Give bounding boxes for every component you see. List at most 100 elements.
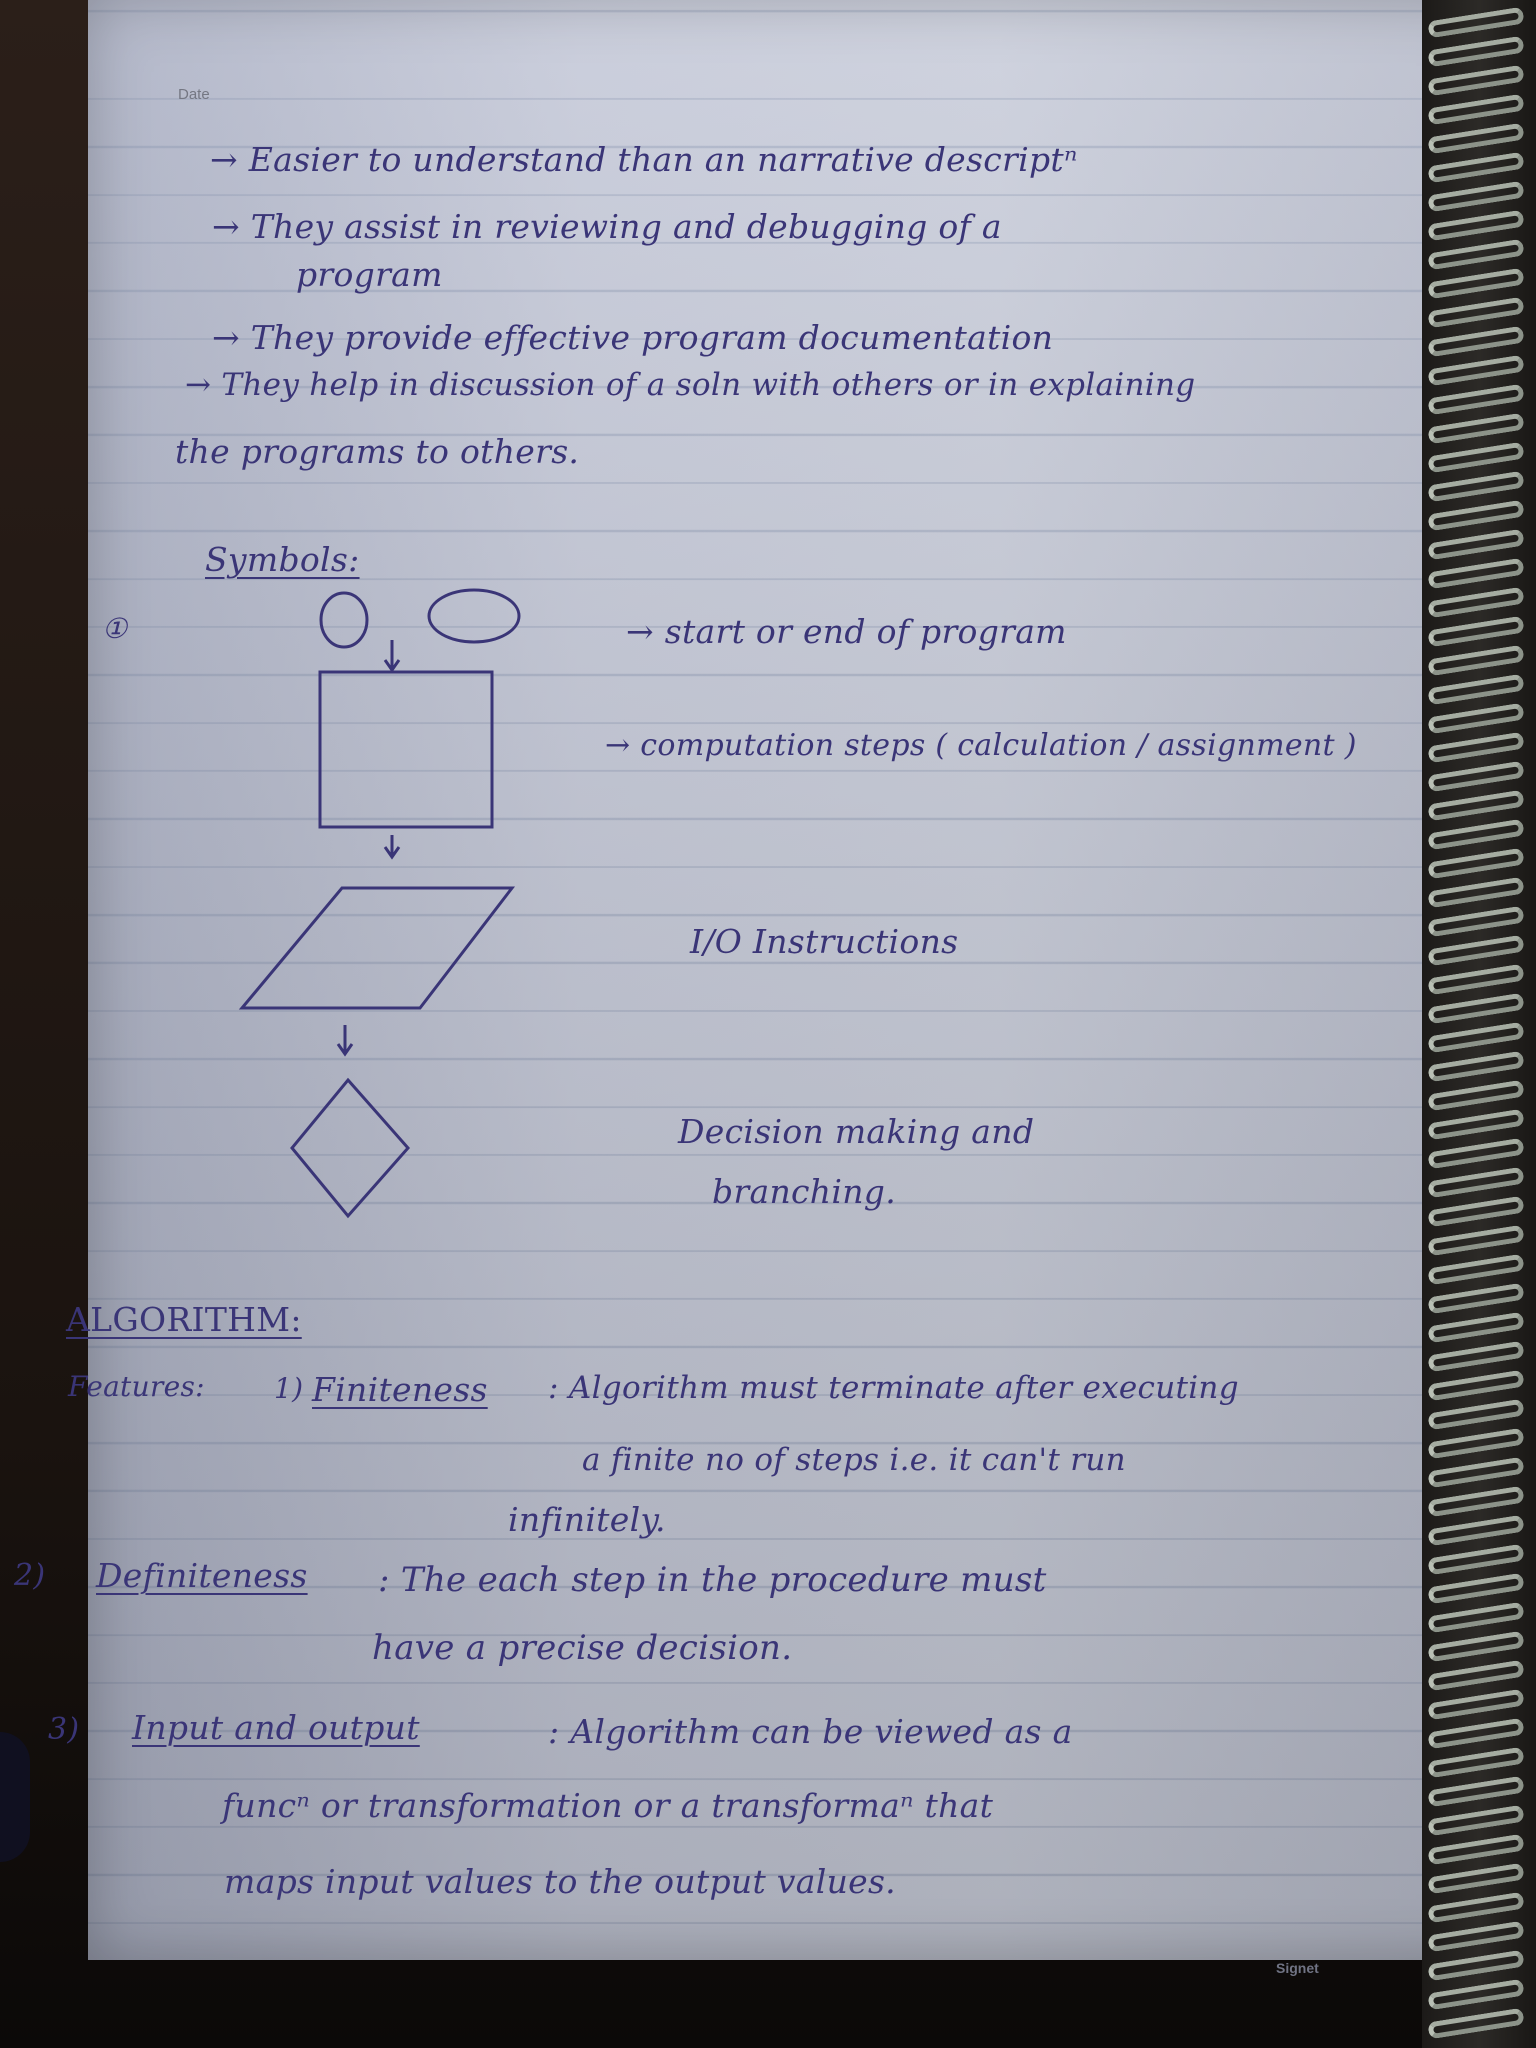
spiral-ring bbox=[1427, 238, 1525, 271]
symbol-desc-process: → computation steps ( calculation / assi… bbox=[605, 728, 1357, 763]
symbol-desc-terminal: → start or end of program bbox=[626, 612, 1067, 651]
feature-3-term: Input and output bbox=[132, 1708, 420, 1747]
spiral-ring bbox=[1427, 1456, 1525, 1489]
spiral-ring bbox=[1427, 1166, 1525, 1199]
spiral-ring bbox=[1427, 1021, 1525, 1054]
spiral-ring bbox=[1427, 1804, 1525, 1837]
symbol-desc-io: I/O Instructions bbox=[690, 922, 959, 961]
feature-1-term: Finiteness bbox=[312, 1370, 488, 1409]
spiral-ring bbox=[1427, 1050, 1525, 1083]
spiral-ring bbox=[1427, 1079, 1525, 1112]
spiral-binding bbox=[1422, 0, 1536, 2048]
feature-1-number: 1) bbox=[274, 1372, 304, 1405]
spiral-ring bbox=[1427, 731, 1525, 764]
spiral-ring bbox=[1427, 325, 1525, 358]
symbol-desc-decision-1: Decision making and bbox=[678, 1112, 1035, 1151]
spiral-ring bbox=[1427, 702, 1525, 735]
note-line-4: → They provide effective program documen… bbox=[212, 318, 1054, 357]
feature-2-number: 2) bbox=[14, 1558, 46, 1593]
spiral-ring bbox=[1427, 383, 1525, 416]
spiral-ring bbox=[1427, 1833, 1525, 1866]
spiral-ring bbox=[1427, 1311, 1525, 1344]
symbols-heading: Symbols: bbox=[205, 540, 360, 579]
feature-3-line-2: funcⁿ or transformation or a transformaⁿ… bbox=[222, 1786, 994, 1825]
spiral-ring bbox=[1427, 267, 1525, 300]
spiral-ring bbox=[1427, 64, 1525, 97]
algorithm-heading: ALGORITHM: bbox=[66, 1300, 302, 1339]
feature-1-line-3: infinitely. bbox=[508, 1500, 666, 1539]
spiral-ring bbox=[1427, 1543, 1525, 1576]
spiral-ring bbox=[1427, 441, 1525, 474]
spiral-ring bbox=[1427, 905, 1525, 938]
spiral-ring bbox=[1427, 1717, 1525, 1750]
symbol-number: ① bbox=[102, 612, 128, 645]
spiral-ring bbox=[1427, 1572, 1525, 1605]
feature-1-line-2: a finite no of steps i.e. it can't run bbox=[582, 1442, 1126, 1478]
spiral-ring bbox=[1427, 1920, 1525, 1953]
spiral-ring bbox=[1427, 934, 1525, 967]
thumb-shadow bbox=[0, 1732, 30, 1862]
spiral-ring bbox=[1427, 847, 1525, 880]
spiral-ring bbox=[1427, 963, 1525, 996]
feature-3-number: 3) bbox=[48, 1712, 80, 1747]
spiral-ring bbox=[1427, 1514, 1525, 1547]
note-line-2: → They assist in reviewing and debugging… bbox=[212, 207, 1002, 246]
note-line-1: → Easier to understand than an narrative… bbox=[210, 140, 1078, 179]
spiral-ring bbox=[1427, 1108, 1525, 1141]
note-line-3: program bbox=[296, 255, 443, 294]
spiral-ring bbox=[1427, 644, 1525, 677]
feature-2-term: Definiteness bbox=[96, 1556, 308, 1595]
spiral-ring bbox=[1427, 209, 1525, 242]
spiral-ring bbox=[1427, 1688, 1525, 1721]
features-label: Features: bbox=[68, 1370, 205, 1403]
spiral-ring bbox=[1427, 122, 1525, 155]
note-line-6: the programs to others. bbox=[175, 432, 580, 471]
spiral-ring bbox=[1427, 1862, 1525, 1895]
spiral-ring bbox=[1427, 1398, 1525, 1431]
spiral-ring bbox=[1427, 1891, 1525, 1924]
spiral-ring bbox=[1427, 1253, 1525, 1286]
spiral-ring bbox=[1427, 296, 1525, 329]
spiral-ring bbox=[1427, 93, 1525, 126]
spiral-ring bbox=[1427, 1659, 1525, 1692]
feature-1-line-1: : Algorithm must terminate after executi… bbox=[548, 1370, 1239, 1406]
spiral-ring bbox=[1427, 1978, 1525, 2011]
spiral-ring bbox=[1427, 151, 1525, 184]
spiral-ring bbox=[1427, 992, 1525, 1025]
note-line-5: → They help in discussion of a soln with… bbox=[185, 367, 1196, 403]
spiral-ring bbox=[1427, 1746, 1525, 1779]
spiral-ring bbox=[1427, 499, 1525, 532]
spiral-ring bbox=[1427, 35, 1525, 68]
spiral-ring bbox=[1427, 2007, 1525, 2040]
feature-2-line-2: have a precise decision. bbox=[372, 1628, 793, 1668]
notebook-brand: Signet bbox=[1276, 1960, 1319, 1976]
spiral-ring bbox=[1427, 1485, 1525, 1518]
spiral-ring bbox=[1427, 1369, 1525, 1402]
spiral-ring bbox=[1427, 1601, 1525, 1634]
spiral-ring bbox=[1427, 586, 1525, 619]
spiral-ring bbox=[1427, 1195, 1525, 1228]
spiral-ring bbox=[1427, 528, 1525, 561]
spiral-ring bbox=[1427, 1340, 1525, 1373]
spiral-ring bbox=[1427, 1949, 1525, 1982]
spiral-ring bbox=[1427, 354, 1525, 387]
spiral-ring bbox=[1427, 789, 1525, 822]
feature-2-line-1: : The each step in the procedure must bbox=[378, 1560, 1047, 1600]
spiral-ring bbox=[1427, 557, 1525, 590]
spiral-ring bbox=[1427, 1137, 1525, 1170]
date-label: Date bbox=[178, 86, 210, 103]
spiral-ring bbox=[1427, 615, 1525, 648]
spiral-ring bbox=[1427, 1282, 1525, 1315]
spiral-ring bbox=[1427, 180, 1525, 213]
spiral-ring bbox=[1427, 876, 1525, 909]
spiral-ring bbox=[1427, 6, 1525, 39]
spiral-ring bbox=[1427, 1427, 1525, 1460]
feature-3-line-1: : Algorithm can be viewed as a bbox=[548, 1712, 1073, 1751]
spiral-ring bbox=[1427, 1224, 1525, 1257]
spiral-ring bbox=[1427, 1630, 1525, 1663]
spiral-ring bbox=[1427, 1775, 1525, 1808]
feature-3-line-3: maps input values to the output values. bbox=[224, 1862, 896, 1901]
spiral-ring bbox=[1427, 470, 1525, 503]
spiral-ring bbox=[1427, 412, 1525, 445]
